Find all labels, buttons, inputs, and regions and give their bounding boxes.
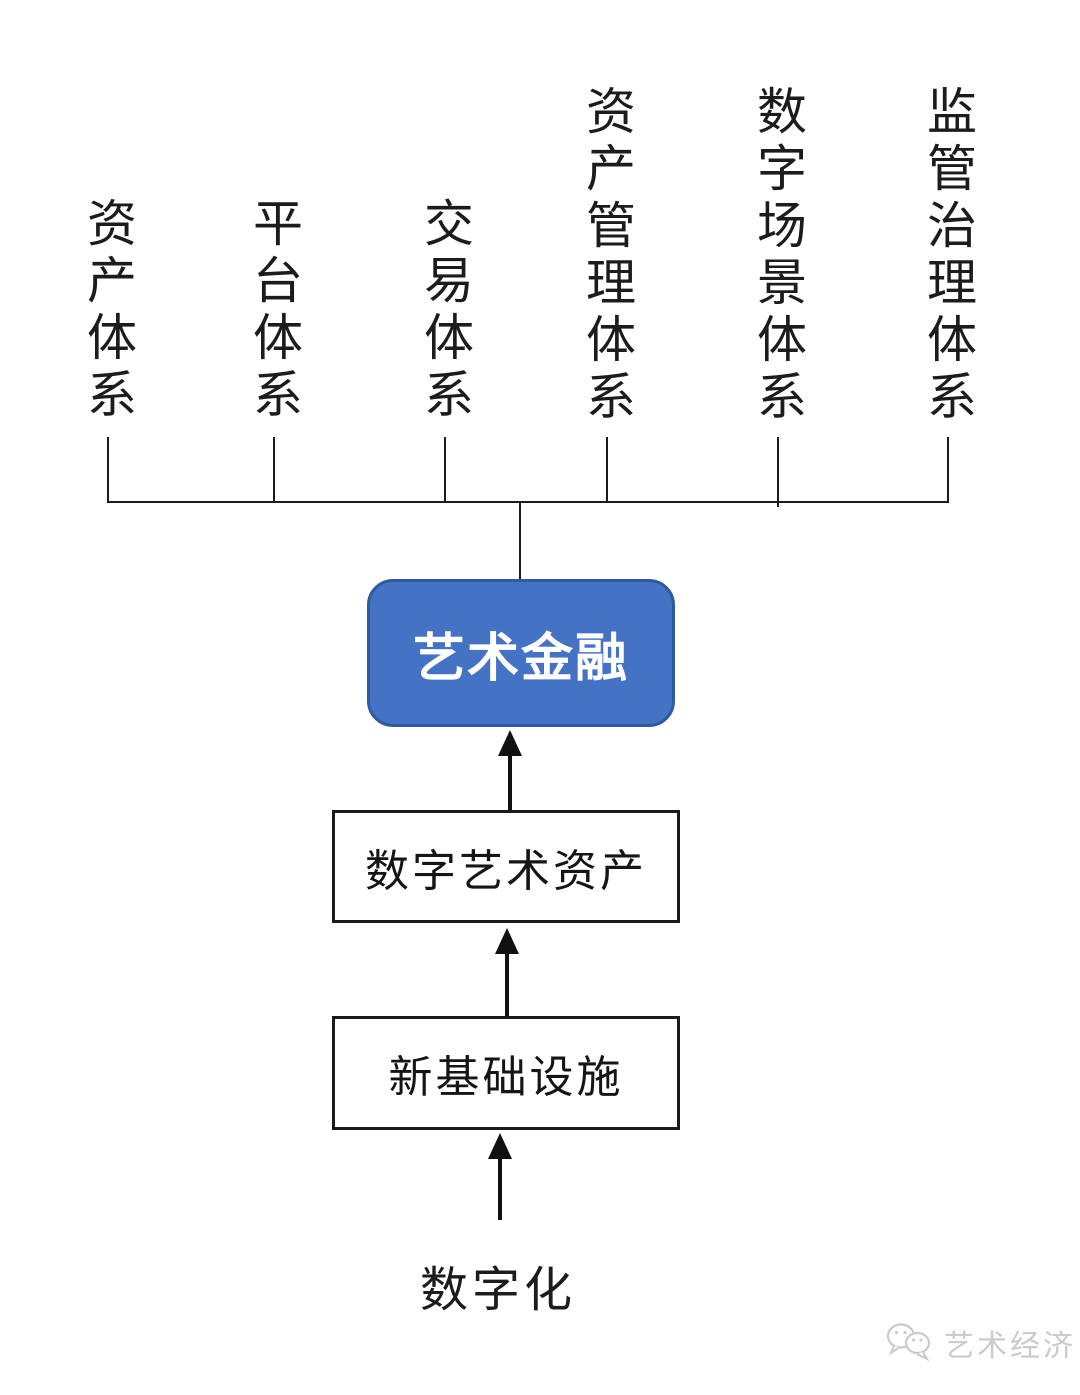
watermark-text: 艺术经济 xyxy=(944,1330,1076,1363)
arrow-up-icon xyxy=(495,928,519,954)
connector-line-5 xyxy=(777,437,779,507)
system-label-trading: 交易体系 xyxy=(417,197,473,425)
bracket-horizontal-line xyxy=(107,501,949,503)
arrow-stem xyxy=(508,752,512,810)
arrow-up-icon xyxy=(498,730,522,756)
connector-line-4 xyxy=(606,437,608,502)
art-finance-label: 艺术金融 xyxy=(412,630,629,688)
bracket-stem-line xyxy=(519,503,521,580)
connector-line-1 xyxy=(107,437,109,502)
digital-art-assets-label: 数字艺术资产 xyxy=(365,846,647,896)
arrow-stem xyxy=(498,1155,502,1220)
arrow-stem xyxy=(505,950,509,1016)
system-label-governance: 监管治理体系 xyxy=(920,85,976,427)
digitalization-label: 数字化 xyxy=(419,1264,576,1317)
watermark: 艺术经济 xyxy=(884,1320,1076,1366)
art-finance-node: 艺术金融 xyxy=(367,579,675,727)
new-infrastructure-node: 新基础设施 xyxy=(332,1016,680,1130)
system-label-asset-management: 资产管理体系 xyxy=(579,85,635,427)
connector-line-2 xyxy=(273,437,275,502)
connector-line-6 xyxy=(947,437,949,502)
system-label-platform: 平台体系 xyxy=(246,197,302,425)
system-label-asset: 资产体系 xyxy=(80,197,136,425)
connector-line-3 xyxy=(444,437,446,502)
digital-art-assets-node: 数字艺术资产 xyxy=(332,810,680,923)
system-label-digital-scene: 数字场景体系 xyxy=(750,85,806,427)
new-infrastructure-label: 新基础设施 xyxy=(388,1053,624,1102)
wechat-chat-bubbles-icon xyxy=(884,1320,936,1366)
arrow-up-icon xyxy=(488,1133,512,1159)
